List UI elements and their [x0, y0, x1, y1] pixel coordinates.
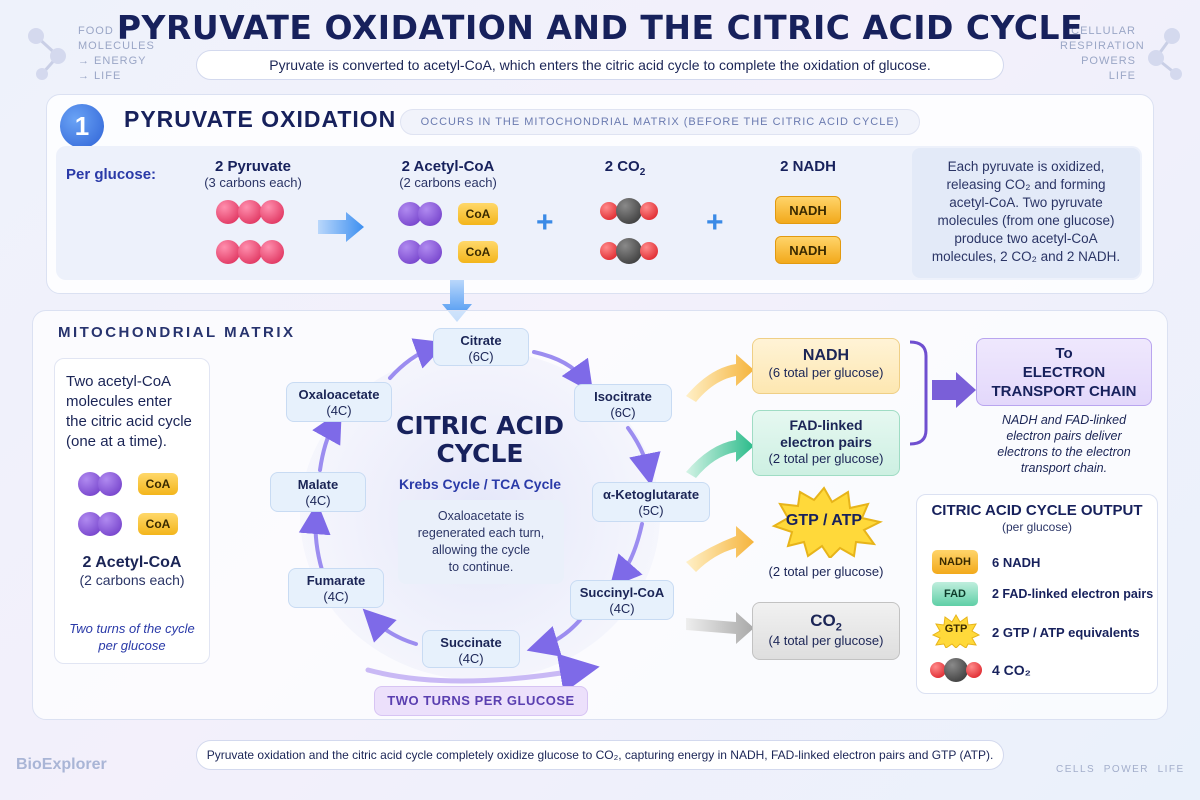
nadh-tag: NADH: [775, 236, 841, 264]
summary-gtp-tag: GTP: [944, 623, 968, 635]
matrix-acetyl-molecules: CoA CoA: [78, 472, 188, 542]
cycle-step-alpha-ketoglutarate: α-Ketoglutarate(5C): [592, 482, 710, 522]
output-gtp-sub: (2 total per glucose): [768, 564, 884, 579]
summary-row-co2: 4 CO₂: [992, 662, 1031, 678]
location-pill: OCCURS IN THE MITOCHONDRIAL MATRIX (BEFO…: [400, 109, 920, 135]
footer-right-text: CELLS POWER LIFE: [1056, 764, 1185, 775]
cycle-step-oxaloacetate: Oxaloacetate(4C): [286, 382, 392, 422]
section-number-badge: 1: [60, 104, 104, 148]
nadh-label: 2 NADH: [780, 158, 836, 175]
pyruvate-sub: (3 carbons each): [204, 175, 302, 190]
coa-tag: CoA: [138, 473, 178, 495]
nadh-tag: NADH: [775, 196, 841, 224]
cycle-step-malate: Malate(4C): [270, 472, 366, 512]
pyruvate-label-group: 2 Pyruvate (3 carbons each): [188, 158, 318, 190]
acetyl-coa-sub: (2 carbons each): [399, 175, 497, 190]
matrix-acetyl-label: 2 Acetyl-CoA (2 carbons each): [79, 554, 185, 588]
coa-tag: CoA: [458, 203, 498, 225]
cycle-step-isocitrate: Isocitrate(6C): [574, 384, 672, 422]
matrix-left-card: [54, 358, 210, 664]
summary-row-fad: 2 FAD-linked electron pairs: [992, 587, 1154, 601]
acetyl-coa-molecules: CoA CoA: [398, 200, 508, 270]
brand-logo: BioExplorer: [16, 756, 107, 773]
acetyl-coa-label-group: 2 Acetyl-CoA (2 carbons each): [378, 158, 518, 190]
matrix-title: MITOCHONDRIAL MATRIX: [58, 324, 296, 341]
cycle-step-succinate: Succinate(4C): [422, 630, 520, 668]
summary-gtp-star-icon: [932, 614, 980, 648]
coa-tag: CoA: [458, 241, 498, 263]
arrow-right-icon: [318, 212, 364, 242]
pyruvate-molecules: [216, 200, 296, 270]
output-arrows: [686, 354, 754, 644]
acetyl-coa-label: 2 Acetyl-CoA: [401, 158, 495, 175]
two-turns-label: TWO TURNS PER GLUCOSE: [374, 686, 588, 716]
co2-label: 2 CO2: [604, 158, 646, 178]
output-gtp-title: GTP / ATP: [785, 512, 863, 529]
section-title: PYRUVATE OXIDATION: [124, 106, 397, 132]
per-glucose-label: Per glucose:: [66, 166, 157, 183]
pyruvate-label: 2 Pyruvate: [215, 158, 291, 175]
cycle-step-succinyl-coa: Succinyl-CoA(4C): [570, 580, 674, 620]
summary-co2-molecule: [930, 658, 986, 682]
cycle-step-fumarate: Fumarate(4C): [288, 568, 384, 608]
cycle-arrows: [298, 338, 661, 694]
co2-molecules: [600, 198, 670, 268]
plus-sign: +: [536, 206, 554, 239]
summary-fad-tag: FAD: [932, 582, 978, 606]
molecule-decoration-right-icon: [1148, 28, 1182, 80]
output-co2: CO2 (4 total per glucose): [752, 602, 900, 660]
etc-bracket-arrow: [909, 340, 976, 446]
footer-summary: Pyruvate oxidation and the citric acid c…: [196, 740, 1004, 770]
page-title: PYRUVATE OXIDATION AND THE CITRIC ACID C…: [116, 8, 1084, 47]
cycle-subtitle: Krebs Cycle / TCA Cycle: [398, 476, 562, 492]
summary-title: CITRIC ACID CYCLE OUTPUT: [931, 502, 1143, 519]
summary-row-gtp: 2 GTP / ATP equivalents: [992, 625, 1140, 640]
cycle-step-citrate: Citrate(6C): [433, 328, 529, 366]
coa-tag: CoA: [138, 513, 178, 535]
gtp-star-icon: [771, 486, 883, 558]
output-nadh: NADH (6 total per glucose): [752, 338, 900, 394]
page-subtitle: Pyruvate is converted to acetyl-CoA, whi…: [196, 50, 1004, 80]
molecule-decoration-left-icon: [28, 28, 66, 80]
summary-row-nadh: 6 NADH: [992, 555, 1041, 570]
pyruvate-note: Each pyruvate is oxidized,releasing CO₂ …: [912, 148, 1140, 278]
summary-sub: (per glucose): [1001, 520, 1073, 534]
summary-nadh-tag: NADH: [932, 550, 978, 574]
plus-sign: +: [706, 206, 724, 239]
